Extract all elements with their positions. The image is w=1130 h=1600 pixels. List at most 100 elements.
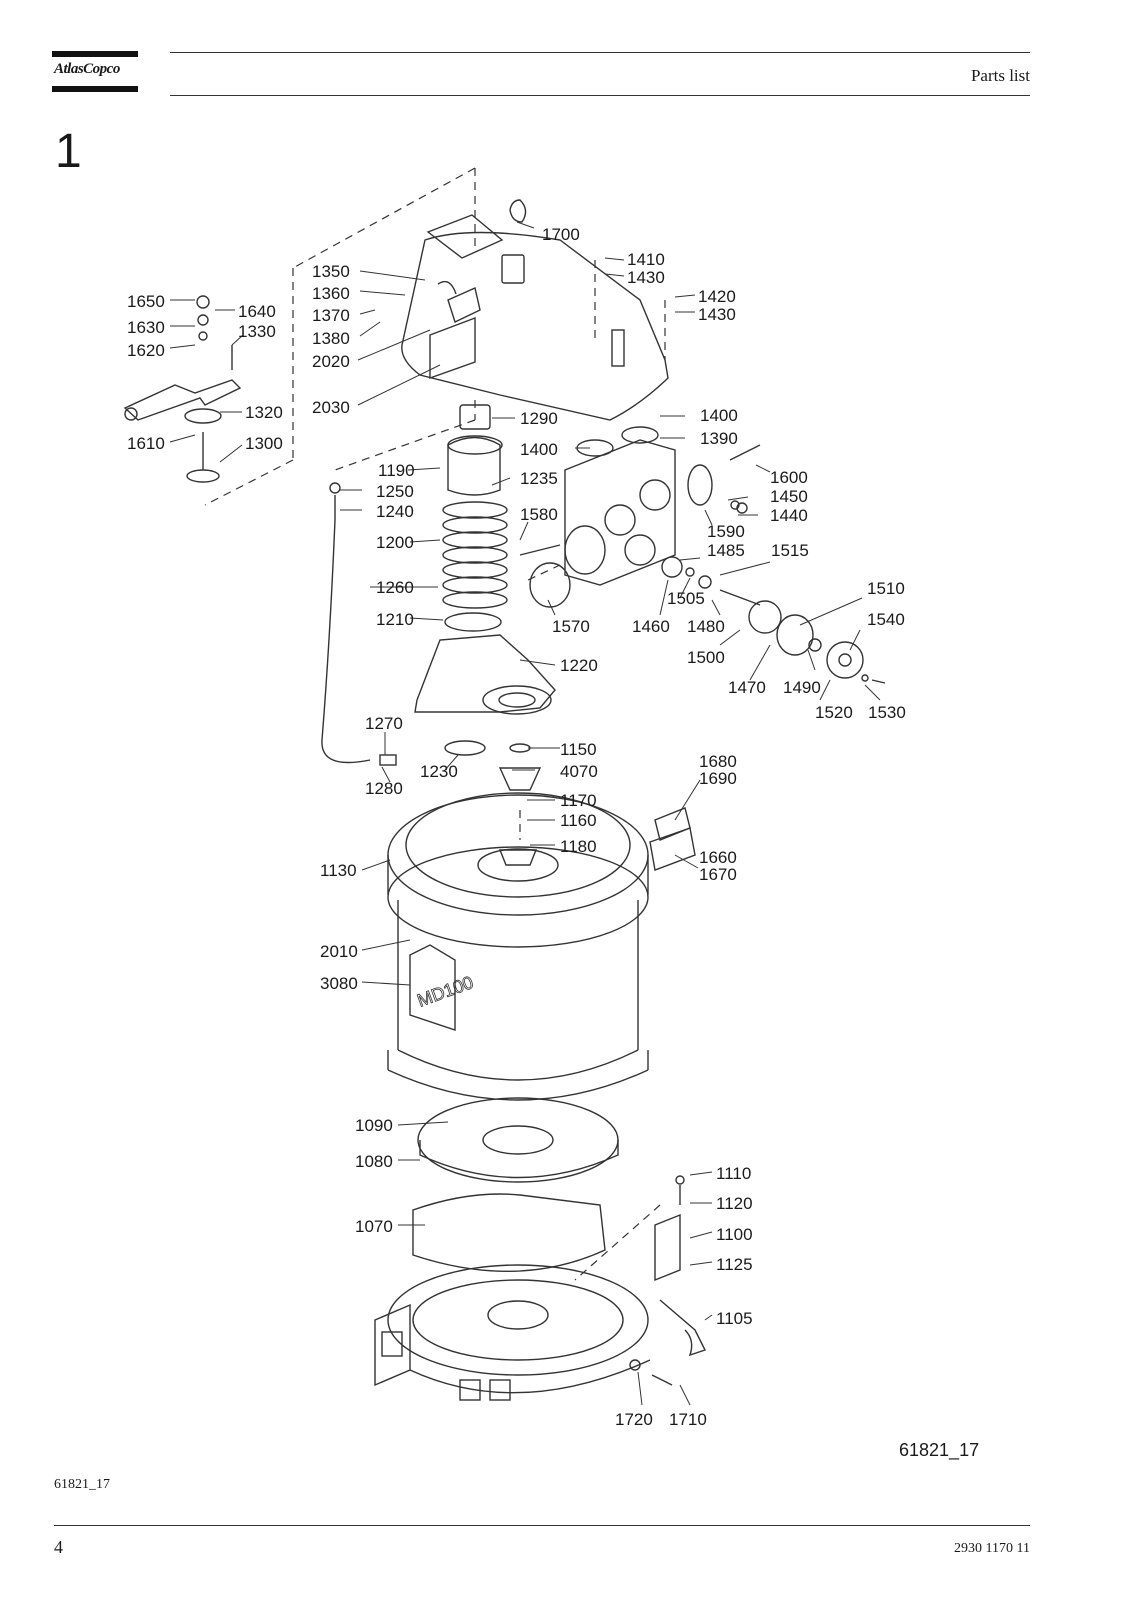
part-label: 2030 xyxy=(312,398,350,417)
part-label: 1485 xyxy=(707,541,745,560)
part-label: 1230 xyxy=(420,762,458,781)
part-label: 1235 xyxy=(520,469,558,488)
part-label: 1515 xyxy=(771,541,809,560)
part-label: 1580 xyxy=(520,505,558,524)
base-assembly xyxy=(374,1097,651,1401)
section-number: 1 xyxy=(55,125,82,178)
part-label: 1610 xyxy=(127,434,165,453)
warning-signs xyxy=(649,807,696,871)
part-label: 1400 xyxy=(700,406,738,425)
logo-bar-top xyxy=(52,51,138,57)
main-drum: MD100 xyxy=(387,792,649,1101)
part-label: 2020 xyxy=(312,352,350,371)
document-number: 2930 1170 11 xyxy=(954,1541,1030,1556)
footer-figure-reference: 61821_17 xyxy=(54,1477,110,1492)
part-label: 1080 xyxy=(355,1152,393,1171)
exploded-parts-diagram: MD100 xyxy=(123,167,906,1429)
logo-bar-bottom xyxy=(52,86,138,92)
md100-decal: MD100 xyxy=(415,972,476,1011)
part-label: 1660 xyxy=(699,848,737,867)
atlas-copco-logo: AtlasCopco xyxy=(52,51,138,93)
part-labels: 1700 1410 1430 1420 1430 1350 1360 1370 … xyxy=(127,225,906,1429)
part-label: 1250 xyxy=(376,482,414,501)
part-label: 1125 xyxy=(716,1255,753,1274)
part-label: 1460 xyxy=(632,617,670,636)
part-label: 1690 xyxy=(699,769,737,788)
part-label: 1380 xyxy=(312,329,350,348)
part-label: 1505 xyxy=(667,589,705,608)
part-label: 1710 xyxy=(669,1410,707,1429)
valve-block xyxy=(519,426,761,608)
part-label: 1330 xyxy=(238,322,276,341)
top-cover xyxy=(401,199,669,421)
part-label: 1200 xyxy=(376,533,414,552)
part-label: 1410 xyxy=(627,250,665,269)
part-label: 1430 xyxy=(627,268,665,287)
part-label: 2010 xyxy=(320,942,358,961)
capillary-line xyxy=(321,495,371,764)
part-label: 1450 xyxy=(770,487,808,506)
part-label: 1480 xyxy=(687,617,725,636)
part-label: 1370 xyxy=(312,306,350,325)
part-label: 1600 xyxy=(770,468,808,487)
part-label: 1490 xyxy=(783,678,821,697)
logo-text: AtlasCopco xyxy=(54,61,120,77)
part-label: 1530 xyxy=(868,703,906,722)
part-label: 1630 xyxy=(127,318,165,337)
figure-reference: 61821_17 xyxy=(899,1440,980,1460)
part-label: 1220 xyxy=(560,656,598,675)
part-label: 1440 xyxy=(770,506,808,525)
part-label: 1430 xyxy=(698,305,736,324)
part-label: 1360 xyxy=(312,284,350,303)
header-rule-top xyxy=(170,52,1030,53)
assembly-lines xyxy=(204,167,666,1281)
part-label: 1190 xyxy=(378,461,415,480)
footer-rule xyxy=(54,1525,1030,1526)
part-label: 1420 xyxy=(698,287,736,306)
part-label: 1570 xyxy=(552,617,590,636)
part-label: 1500 xyxy=(687,648,725,667)
part-label: 1350 xyxy=(312,262,350,281)
part-label: 1390 xyxy=(700,429,738,448)
part-label: 1105 xyxy=(716,1309,753,1328)
part-label: 1590 xyxy=(707,522,745,541)
part-label: 1210 xyxy=(376,610,414,629)
pump-gear-assembly xyxy=(661,556,886,684)
part-label: 1090 xyxy=(355,1116,393,1135)
leader-lines xyxy=(169,221,881,1406)
part-label: 1270 xyxy=(365,714,403,733)
page-title: Parts list xyxy=(970,66,1030,85)
part-label: 1670 xyxy=(699,865,737,884)
pipe-bracket-assembly xyxy=(123,295,242,483)
part-label: 1720 xyxy=(615,1410,653,1429)
header-rule-bottom xyxy=(170,95,1030,96)
part-label: 1640 xyxy=(238,302,276,321)
part-label: 1100 xyxy=(716,1225,753,1244)
part-label: 1290 xyxy=(520,409,558,428)
part-label: 1130 xyxy=(320,861,357,880)
part-label: 4070 xyxy=(560,762,598,781)
part-label: 1180 xyxy=(560,837,597,856)
page-number: 4 xyxy=(54,1537,63,1557)
part-label: 1620 xyxy=(127,341,165,360)
part-label: 1470 xyxy=(728,678,766,697)
part-label: 1510 xyxy=(867,579,905,598)
part-label: 1120 xyxy=(716,1194,753,1213)
part-label: 1170 xyxy=(560,791,597,810)
part-label: 1540 xyxy=(867,610,905,629)
part-label: 1400 xyxy=(520,440,558,459)
part-label: 1300 xyxy=(245,434,283,453)
part-label: 1240 xyxy=(376,502,414,521)
part-label: 1650 xyxy=(127,292,165,311)
part-label: 3080 xyxy=(320,974,358,993)
part-label: 1260 xyxy=(376,578,414,597)
lower-bracket xyxy=(629,1175,706,1386)
part-label: 1680 xyxy=(699,752,737,771)
part-label: 1520 xyxy=(815,703,853,722)
part-label: 1280 xyxy=(365,779,403,798)
part-label: 1160 xyxy=(560,811,597,830)
part-label: 1700 xyxy=(542,225,580,244)
part-label: 1320 xyxy=(245,403,283,422)
part-label: 1110 xyxy=(716,1164,751,1183)
spring-assembly xyxy=(414,404,556,791)
